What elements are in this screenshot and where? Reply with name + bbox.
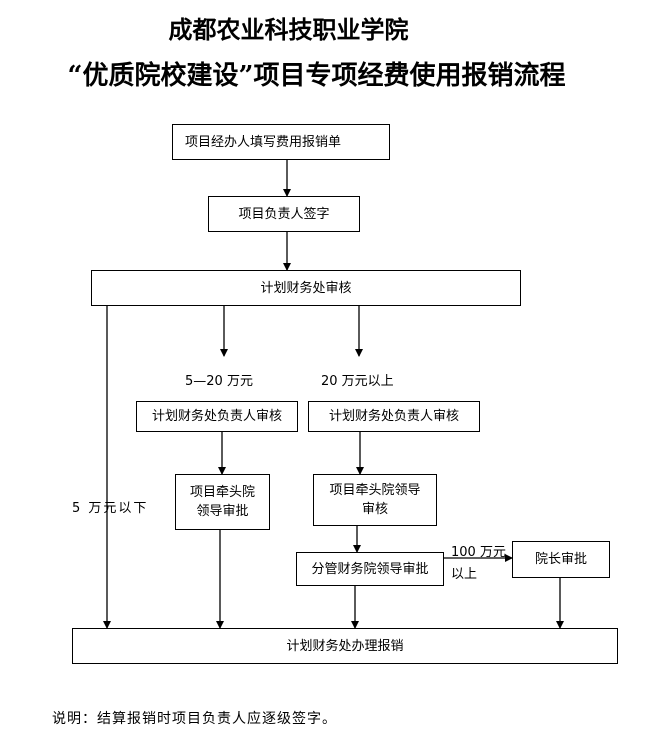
label-range-mid: 5—20 万元 [185, 374, 253, 389]
label-over-100-b: 以上 [451, 567, 478, 582]
label-range-high: 20 万元以上 [321, 374, 394, 389]
node-finance-head-b: 计划财务处负责人审核 [308, 401, 480, 432]
node-lead-dept-a: 项目牵头院 领导审批 [175, 474, 270, 530]
node-finance-process: 计划财务处办理报销 [72, 628, 618, 664]
label-over-100-a: 100 万元 [451, 545, 506, 560]
title-line-2: “优质院校建设”项目专项经费使用报销流程 [67, 61, 566, 91]
node-lead-dept-b: 项目牵头院领导 审核 [313, 474, 437, 526]
node-leader-sign: 项目负责人签字 [208, 196, 360, 232]
node-vp-finance: 分管财务院领导审批 [296, 552, 444, 586]
node-president: 院长审批 [512, 541, 610, 578]
node-finance-head-a: 计划财务处负责人审核 [136, 401, 298, 432]
title-line-1: 成都农业科技职业学院 [168, 15, 409, 44]
footnote: 说明：结算报销时项目负责人应逐级签字。 [52, 711, 337, 727]
node-fill-form: 项目经办人填写费用报销单 [172, 124, 390, 160]
label-range-low: 5 万元以下 [72, 501, 149, 516]
node-finance-audit: 计划财务处审核 [91, 270, 521, 306]
